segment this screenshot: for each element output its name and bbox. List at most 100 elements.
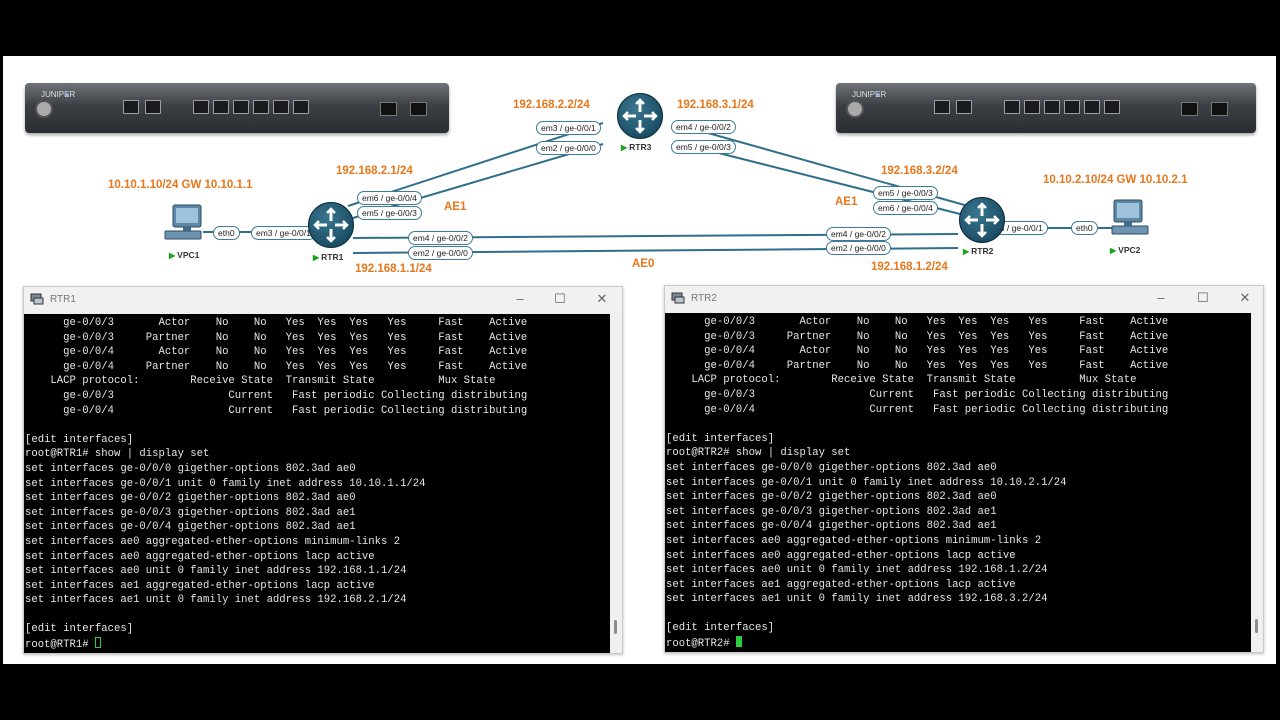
terminal-line: set interfaces ge-0/0/0 gigether-options… bbox=[666, 461, 997, 474]
terminal-line bbox=[666, 607, 1251, 622]
scrollbar-thumb[interactable] bbox=[1255, 619, 1258, 633]
window-title: RTR2 bbox=[691, 293, 717, 304]
terminal-line: set interfaces ae0 aggregated-ether-opti… bbox=[25, 535, 401, 548]
terminal-line: [edit interfaces] bbox=[666, 432, 775, 445]
port-rtr2-em4[interactable]: em4 / ge-0/0/2 bbox=[826, 227, 891, 241]
maximize-button[interactable]: ☐ bbox=[554, 291, 566, 306]
terminal-line: ge-0/0/3 Current Fast periodic Collectin… bbox=[25, 389, 528, 402]
terminal-cursor bbox=[94, 637, 101, 649]
running-status-icon: ▶ bbox=[963, 247, 970, 256]
port-vpc2-eth0[interactable]: eth0 bbox=[1071, 221, 1098, 235]
terminal-line: set interfaces ae1 unit 0 family inet ad… bbox=[25, 594, 407, 607]
terminal-line: LACP protocol: Receive State Transmit St… bbox=[25, 375, 496, 388]
rtr1-terminal-window[interactable]: RTR1 – ☐ ✕ ge-0/0/3 Actor No No Yes Yes … bbox=[23, 286, 623, 654]
port-rtr2-em5[interactable]: em5 / ge-0/0/3 bbox=[873, 186, 938, 200]
terminal-line: ge-0/0/3 Actor No No Yes Yes Yes Yes Fas… bbox=[25, 317, 528, 329]
terminal-line: set interfaces ge-0/0/2 gigether-options… bbox=[666, 491, 997, 504]
terminal-line: set interfaces ge-0/0/2 gigether-options… bbox=[25, 492, 356, 505]
terminal-line: ge-0/0/3 Actor No No Yes Yes Yes Yes Fas… bbox=[666, 316, 1169, 328]
terminal-line: set interfaces ae1 unit 0 family inet ad… bbox=[666, 593, 1048, 606]
ip-vpc1: 10.10.1.10/24 GW 10.10.1.1 bbox=[108, 179, 253, 191]
terminal-line: [edit interfaces] bbox=[666, 622, 775, 635]
port-rtr1-em3[interactable]: em3 / ge-0/0/1 bbox=[251, 226, 316, 240]
ae0-label: AE0 bbox=[632, 258, 655, 270]
port-rtr2-em6[interactable]: em6 / ge-0/0/4 bbox=[873, 201, 938, 215]
running-status-icon: ▶ bbox=[313, 253, 320, 262]
vpc1-computer-icon[interactable] bbox=[163, 203, 209, 250]
terminal-prompt: root@RTR2# bbox=[666, 638, 736, 651]
terminal-line: root@RTR2# show | display set bbox=[666, 447, 851, 460]
juniper-device-left: JUNIPER bbox=[25, 83, 449, 133]
terminal-line: ge-0/0/4 Partner No No Yes Yes Yes Yes F… bbox=[666, 359, 1169, 372]
port-rtr3-em3[interactable]: em3 / ge-0/0/1 bbox=[536, 121, 601, 135]
port-rtr3-em2[interactable]: em2 / ge-0/0/0 bbox=[536, 141, 601, 155]
ip-rtr2-ae0: 192.168.1.2/24 bbox=[871, 261, 948, 273]
rtr1-titlebar[interactable]: RTR1 – ☐ ✕ bbox=[24, 287, 622, 313]
ip-rtr1-ae1: 192.168.2.1/24 bbox=[336, 165, 413, 177]
ip-rtr3-left: 192.168.2.2/24 bbox=[513, 99, 590, 111]
ip-vpc2: 10.10.2.10/24 GW 10.10.2.1 bbox=[1043, 174, 1188, 186]
close-button[interactable]: ✕ bbox=[596, 291, 608, 306]
port-rtr1-em6[interactable]: em6 / ge-0/0/4 bbox=[357, 191, 422, 205]
running-status-icon: ▶ bbox=[169, 251, 176, 260]
terminal-line: root@RTR1# show | display set bbox=[25, 448, 210, 461]
terminal-line: [edit interfaces] bbox=[25, 433, 134, 446]
port-rtr3-em5[interactable]: em5 / ge-0/0/3 bbox=[671, 140, 736, 154]
terminal-line: ge-0/0/4 Actor No No Yes Yes Yes Yes Fas… bbox=[666, 345, 1169, 358]
link-rtr1-rtr3-b bbox=[352, 143, 604, 219]
terminal-line: set interfaces ae0 unit 0 family inet ad… bbox=[25, 565, 407, 578]
ip-rtr1-ae0: 192.168.1.1/24 bbox=[355, 263, 432, 275]
maximize-button[interactable]: ☐ bbox=[1197, 290, 1209, 305]
terminal-line bbox=[25, 608, 610, 623]
rtr1-router-icon[interactable] bbox=[308, 202, 354, 248]
terminal-line: set interfaces ge-0/0/1 unit 0 family in… bbox=[666, 476, 1067, 489]
rtr2-titlebar[interactable]: RTR2 – ☐ ✕ bbox=[665, 286, 1263, 312]
terminal-line: LACP protocol: Receive State Transmit St… bbox=[666, 374, 1137, 387]
vpc2-computer-icon[interactable] bbox=[1106, 198, 1152, 245]
terminal-line bbox=[25, 418, 610, 433]
terminal-line: ge-0/0/4 Partner No No Yes Yes Yes Yes F… bbox=[25, 360, 528, 373]
terminal-line: set interfaces ge-0/0/3 gigether-options… bbox=[666, 505, 997, 518]
port-rtr1-em4[interactable]: em4 / ge-0/0/2 bbox=[408, 231, 473, 245]
vpc2-label: ▶VPC2 bbox=[1110, 245, 1141, 255]
rtr2-terminal-window[interactable]: RTR2 – ☐ ✕ ge-0/0/3 Actor No No Yes Yes … bbox=[664, 285, 1264, 653]
terminal-prompt: root@RTR1# bbox=[25, 639, 95, 652]
putty-icon bbox=[671, 292, 685, 304]
terminal-line: set interfaces ae0 unit 0 family inet ad… bbox=[666, 564, 1048, 577]
scrollbar[interactable] bbox=[1251, 313, 1263, 652]
terminal-cursor bbox=[735, 636, 742, 648]
rtr3-router-icon[interactable] bbox=[617, 93, 663, 139]
port-rtr1-em2[interactable]: em2 / ge-0/0/0 bbox=[408, 246, 473, 260]
ip-rtr2-ae1: 192.168.3.2/24 bbox=[881, 165, 958, 177]
terminal-line: set interfaces ge-0/0/3 gigether-options… bbox=[25, 506, 356, 519]
vpc1-label: ▶VPC1 bbox=[169, 250, 200, 260]
terminal-line: set interfaces ae1 aggregated-ether-opti… bbox=[666, 578, 1016, 591]
port-rtr1-em5[interactable]: em5 / ge-0/0/3 bbox=[357, 206, 422, 220]
rtr1-label: ▶RTR1 bbox=[313, 252, 344, 262]
port-rtr2-em2[interactable]: em2 / ge-0/0/0 bbox=[826, 241, 891, 255]
close-button[interactable]: ✕ bbox=[1239, 290, 1251, 305]
port-vpc1-eth0[interactable]: eth0 bbox=[213, 226, 240, 240]
minimize-button[interactable]: – bbox=[516, 291, 524, 306]
terminal-line: ge-0/0/4 Current Fast periodic Collectin… bbox=[25, 404, 528, 417]
rtr1-terminal-output[interactable]: ge-0/0/3 Actor No No Yes Yes Yes Yes Fas… bbox=[24, 314, 610, 653]
rtr2-terminal-output[interactable]: ge-0/0/3 Actor No No Yes Yes Yes Yes Fas… bbox=[665, 313, 1251, 652]
terminal-line: set interfaces ae0 aggregated-ether-opti… bbox=[666, 534, 1042, 547]
rtr2-router-icon[interactable] bbox=[959, 197, 1005, 243]
terminal-prompt-line[interactable]: root@RTR2# bbox=[666, 636, 1251, 651]
rtr2-label: ▶RTR2 bbox=[963, 246, 994, 256]
terminal-line: ge-0/0/3 Current Fast periodic Collectin… bbox=[666, 388, 1169, 401]
ae1-left-label: AE1 bbox=[444, 201, 467, 213]
port-rtr3-em4[interactable]: em4 / ge-0/0/2 bbox=[671, 120, 736, 134]
terminal-line: set interfaces ae1 aggregated-ether-opti… bbox=[25, 579, 375, 592]
scrollbar-thumb[interactable] bbox=[614, 620, 617, 634]
putty-icon bbox=[30, 293, 44, 305]
terminal-line: ge-0/0/4 Actor No No Yes Yes Yes Yes Fas… bbox=[25, 346, 528, 359]
minimize-button[interactable]: – bbox=[1157, 290, 1165, 305]
juniper-device-right: JUNIPER bbox=[836, 83, 1256, 133]
terminal-line: [edit interfaces] bbox=[25, 623, 134, 636]
terminal-line: ge-0/0/3 Partner No No Yes Yes Yes Yes F… bbox=[25, 331, 528, 344]
scrollbar[interactable] bbox=[610, 314, 622, 653]
terminal-prompt-line[interactable]: root@RTR1# bbox=[25, 637, 610, 652]
lab-canvas: JUNIPER JUNIPER 10.10.1.10/24 GW 10.10.1… bbox=[3, 56, 1276, 664]
